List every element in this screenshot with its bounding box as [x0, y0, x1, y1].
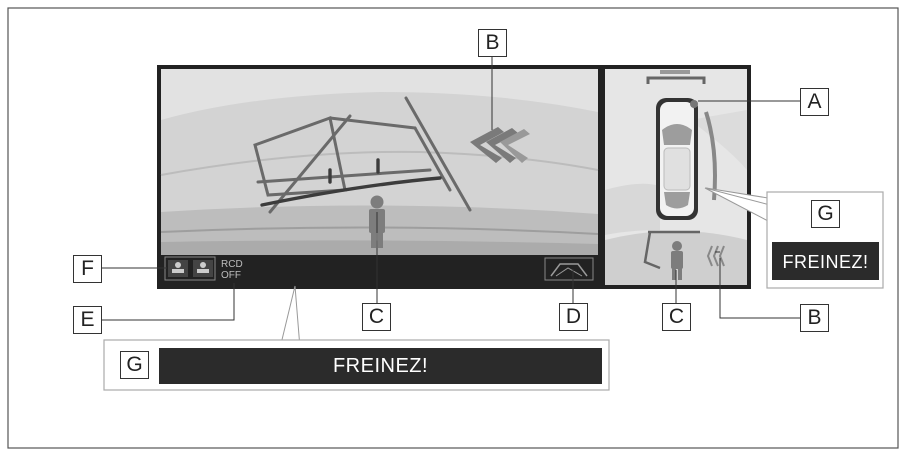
- warning-box-right: [772, 242, 879, 280]
- parking-assist-switch-icons: [164, 256, 216, 281]
- rcd-status-line2: OFF: [221, 270, 241, 281]
- callout-a: A: [800, 88, 829, 116]
- pedestrian-top-view: [671, 241, 683, 280]
- callout-b-top: B: [478, 29, 507, 57]
- callout-e: E: [73, 306, 102, 334]
- warning-text-bottom: FREINEZ!: [332, 355, 429, 377]
- panoramic-top-view: [601, 65, 751, 289]
- callout-g-right: G: [811, 200, 840, 228]
- warning-box-bottom: [159, 348, 602, 384]
- sensor-chevrons-top: [706, 245, 725, 267]
- front-sensor-bracket: [646, 76, 706, 84]
- callout-c-left: C: [362, 303, 391, 331]
- ground-left: [605, 183, 660, 235]
- ground-right: [690, 110, 747, 170]
- predicted-course-lines: [260, 158, 442, 207]
- rcd-status-line1: RCD: [221, 259, 243, 270]
- leader-lines: [101, 57, 800, 321]
- warning-popout-bottom: [103, 285, 610, 391]
- rear-guide-lines-top: [643, 230, 700, 270]
- sensor-chevrons-main: [470, 127, 530, 163]
- rear-camera-view: [157, 65, 604, 289]
- callout-b-bottom: B: [800, 304, 829, 332]
- warning-text-right: FREINEZ!: [782, 252, 869, 272]
- front-sensor-bar: [660, 70, 690, 74]
- vehicle-icon: [656, 98, 698, 220]
- camera-view-switch-icon: [544, 257, 594, 281]
- callout-d: D: [559, 303, 588, 331]
- callout-c-right: C: [662, 303, 691, 331]
- callout-g-bottom: G: [120, 351, 149, 379]
- background-sky: [161, 69, 598, 120]
- callout-f: F: [73, 255, 102, 283]
- parking-guide-lines: [253, 96, 472, 214]
- horizon-curve: [160, 150, 599, 176]
